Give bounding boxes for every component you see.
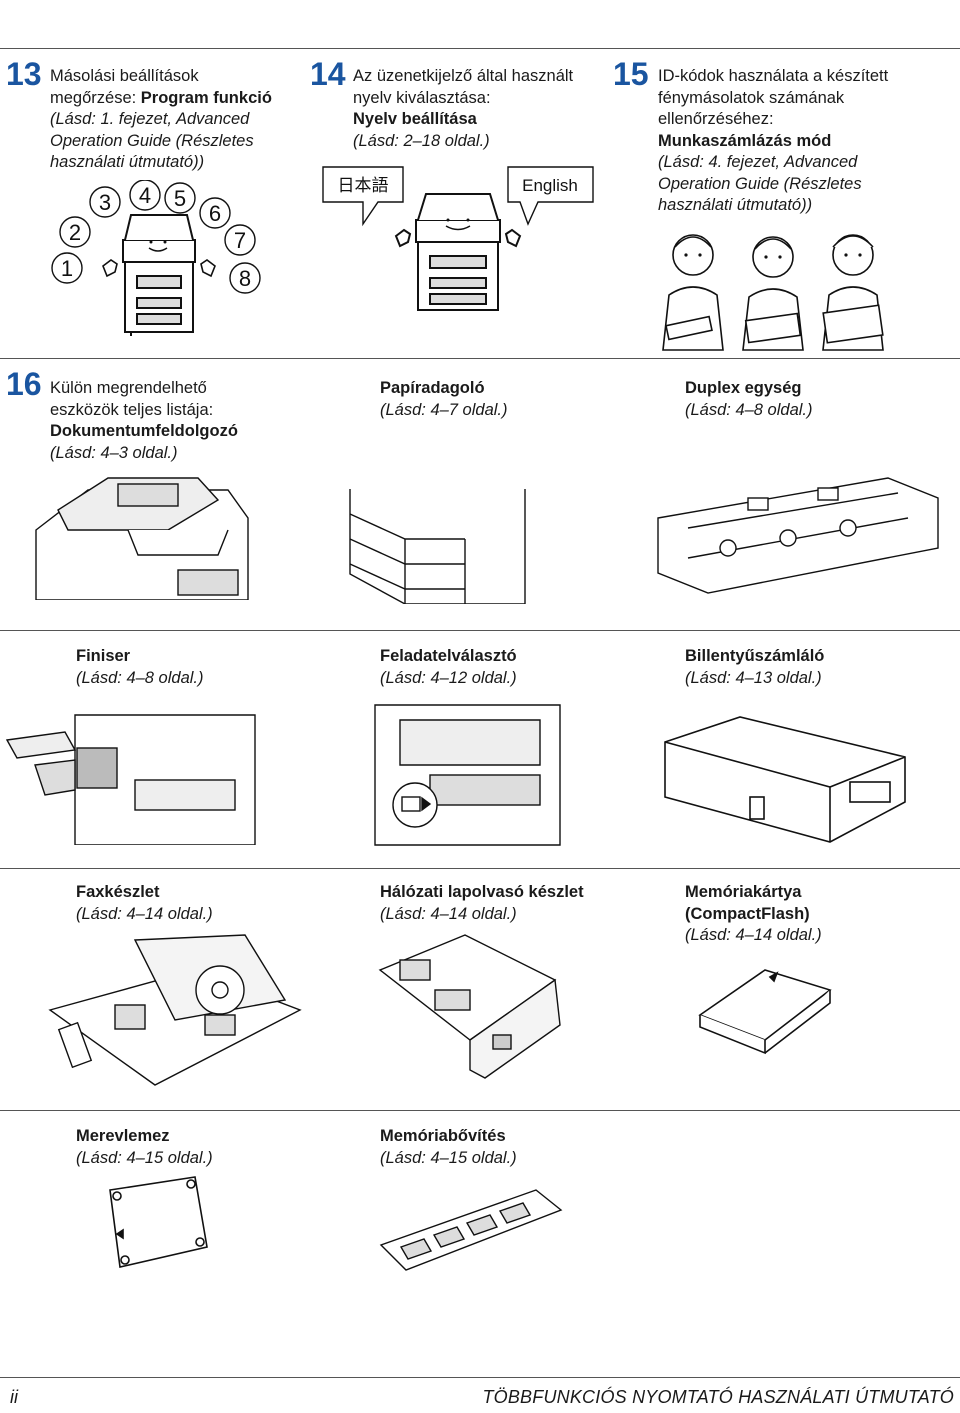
section-number-15: 15 [613,56,649,92]
section-number-14: 14 [310,56,346,92]
s15-line7: használati útmutató)) [658,196,813,214]
key-counter-label: Billentyűszámláló (Lásd: 4–13 oldal.) [685,646,824,689]
rule-16 [0,358,960,359]
memory-card-label: Memóriakártya (CompactFlash) (Lásd: 4–14… [685,882,822,947]
item-ref: (Lásd: 4–15 oldal.) [76,1148,213,1167]
section-13-text: Másolási beállítások megőrzése: Program … [50,66,272,174]
item-name: Feladatelválasztó [380,647,517,665]
s14-line3: Nyelv beállítása [353,110,477,128]
item-name: Memóriabővítés [380,1127,506,1145]
item-name-2: (CompactFlash) [685,904,810,923]
item-name: Finiser [76,647,131,665]
fax-kit-illustration [48,934,302,1086]
item-name: Papíradagoló [380,379,485,397]
s13-line4: Operation Guide (Részletes [50,131,254,150]
s14-line1: Az üzenetkijelző által használt [353,67,574,85]
job-separator-illustration [374,704,561,846]
item-ref: (Lásd: 4–12 oldal.) [380,668,517,687]
duplex-unit-illustration [657,477,939,594]
callout-3: 3 [99,190,111,215]
callout-7: 7 [234,228,246,253]
item-ref: (Lásd: 4–14 oldal.) [380,904,517,923]
s14-line2: nyelv kiválasztása: [353,88,491,107]
rule-row4 [0,1110,960,1111]
three-workers-illustration [662,234,884,351]
rule-row2 [0,630,960,631]
compactflash-card-illustration [698,969,832,1055]
footer-title: TÖBBFUNKCIÓS NYOMTATÓ HASZNÁLATI ÚTMUTAT… [482,1387,954,1407]
item-name: Merevlemez [76,1127,170,1145]
s14-line4: (Lásd: 2–18 oldal.) [353,131,490,150]
s13-line2: megőrzése: Program funkció [50,88,272,110]
item-name: Billentyűszámláló [685,647,825,665]
s15-line2: fénymásolatok számának [658,88,845,107]
item-ref: (Lásd: 4–7 oldal.) [380,400,508,419]
finisher-illustration [5,714,256,845]
section-15-text: ID-kódok használata a készített fénymáso… [658,66,888,217]
duplex-label: Duplex egység (Lásd: 4–8 oldal.) [685,378,813,421]
job-separator-label: Feladatelválasztó (Lásd: 4–12 oldal.) [380,646,517,689]
callout-2: 2 [69,220,81,245]
item-ref: (Lásd: 4–8 oldal.) [76,668,204,687]
rule-row3 [0,868,960,869]
s16-line2: eszközök teljes listája: [50,400,214,419]
paper-feeder-illustration [349,489,526,604]
footer-rule [0,1377,960,1378]
item-ref: (Lásd: 4–15 oldal.) [380,1148,517,1167]
item-ref: (Lásd: 4–3 oldal.) [50,443,178,462]
item-name: Hálózati lapolvasó készlet [380,883,584,901]
hard-disk-label: Merevlemez (Lásd: 4–15 oldal.) [76,1126,213,1169]
network-scanner-label: Hálózati lapolvasó készlet (Lásd: 4–14 o… [380,882,584,925]
item-name: Duplex egység [685,379,802,397]
section-16-intro: Külön megrendelhető eszközök teljes list… [50,378,238,464]
hard-disk-illustration [109,1176,208,1268]
paper-feeder-label: Papíradagoló (Lásd: 4–7 oldal.) [380,378,508,421]
callout-8: 8 [239,266,251,291]
item-ref: (Lásd: 4–14 oldal.) [76,904,213,923]
s15-line6: Operation Guide (Részletes [658,174,862,193]
item-ref: (Lásd: 4–8 oldal.) [685,400,813,419]
item-ref: (Lásd: 4–14 oldal.) [685,926,822,944]
key-counter-illustration [664,716,906,843]
language-copier-illustration: 日本語 English [322,166,594,311]
s15-line1: ID-kódok használata a készített [658,67,889,85]
document-processor-illustration [35,477,249,600]
memory-expansion-label: Memóriabővítés (Lásd: 4–15 oldal.) [380,1126,517,1169]
copier-callouts-illustration: 1 2 3 4 5 6 7 8 [51,180,261,336]
callout-4: 4 [139,183,151,208]
item-ref: (Lásd: 4–13 oldal.) [685,668,822,687]
bubble-english: English [522,176,578,195]
s16-line1: Külön megrendelhető [50,379,207,397]
item-name: Memóriakártya [685,883,802,901]
callout-1: 1 [61,256,73,281]
callout-6: 6 [209,201,221,226]
s15-line4: Munkaszámlázás mód [658,131,832,150]
section-number-16: 16 [6,366,42,402]
finisher-label: Finiser (Lásd: 4–8 oldal.) [76,646,204,689]
network-scanner-illustration [378,934,561,1079]
section-14-text: Az üzenetkijelző által használt nyelv ki… [353,66,573,152]
item-name: Dokumentumfeldolgozó [50,422,238,440]
top-rule [0,48,960,49]
section-number-13: 13 [6,56,42,92]
item-name: Faxkészlet [76,883,160,901]
s13-line1: Másolási beállítások [50,67,199,85]
memory-module-illustration [379,1189,563,1271]
fax-kit-label: Faxkészlet (Lásd: 4–14 oldal.) [76,882,213,925]
s15-line5: (Lásd: 4. fejezet, Advanced [658,153,858,171]
s13-line2b: Program funkció [140,88,272,107]
callout-5: 5 [174,186,186,211]
s13-line3: (Lásd: 1. fejezet, Advanced [50,110,250,128]
s15-line3: ellenőrzéséhez: [658,110,774,128]
page-number: ii [10,1387,18,1407]
s13-line2a: megőrzése: [50,88,141,107]
bubble-japanese: 日本語 [338,176,389,195]
s13-line5: használati útmutató)) [50,153,205,171]
